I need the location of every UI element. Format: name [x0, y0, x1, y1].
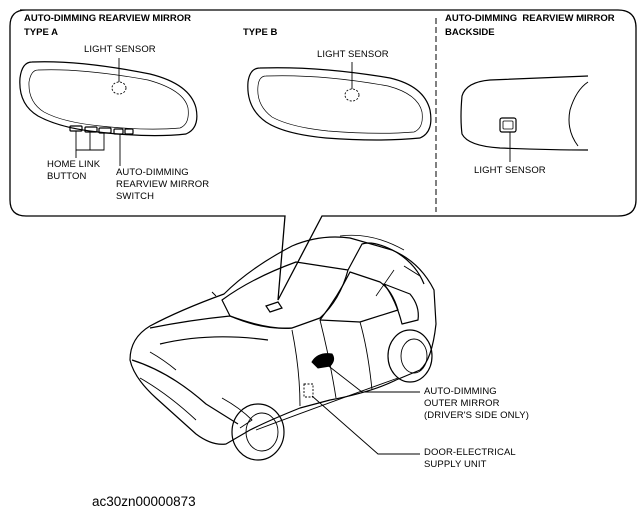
right-panel-subtitle: BACKSIDE — [445, 27, 495, 38]
light-sensor-label-b: LIGHT SENSOR — [317, 49, 389, 60]
type-a-label: TYPE A — [24, 27, 58, 38]
light-sensor-label-a: LIGHT SENSOR — [84, 44, 156, 55]
figure-code: ac30zn00000873 — [92, 494, 196, 509]
car-leaders — [311, 363, 420, 455]
mirror-backside — [460, 75, 589, 151]
callout-frame — [9, 9, 637, 301]
door-unit-label-1: DOOR-ELECTRICAL — [424, 447, 516, 458]
leaders-type-a — [75, 58, 121, 166]
right-panel-title: AUTO-DIMMING REARVIEW MIRROR — [445, 13, 615, 24]
light-sensor-label-back: LIGHT SENSOR — [474, 165, 546, 176]
car-outer-mirror — [311, 353, 335, 369]
home-link-label-2: BUTTON — [47, 171, 87, 182]
outer-mirror-label-3: (DRIVER'S SIDE ONLY) — [424, 410, 529, 421]
mirror-type-a — [19, 61, 198, 137]
outer-mirror-label-1: AUTO-DIMMING — [424, 386, 497, 397]
switch-label-3: SWITCH — [116, 191, 155, 202]
car-door-unit — [303, 383, 314, 398]
door-unit-label-2: SUPPLY UNIT — [424, 459, 487, 470]
switch-label-2: REARVIEW MIRROR — [116, 179, 210, 190]
left-panel-title: AUTO-DIMMING REARVIEW MIRROR — [24, 13, 191, 24]
car-rearview-mirror — [265, 301, 283, 313]
type-b-label: TYPE B — [243, 27, 278, 38]
home-link-label-1: HOME LINK — [47, 159, 101, 170]
mirror-type-b — [247, 67, 432, 141]
outer-mirror-label-2: OUTER MIRROR — [424, 398, 500, 409]
switch-label-1: AUTO-DIMMING — [116, 167, 189, 178]
